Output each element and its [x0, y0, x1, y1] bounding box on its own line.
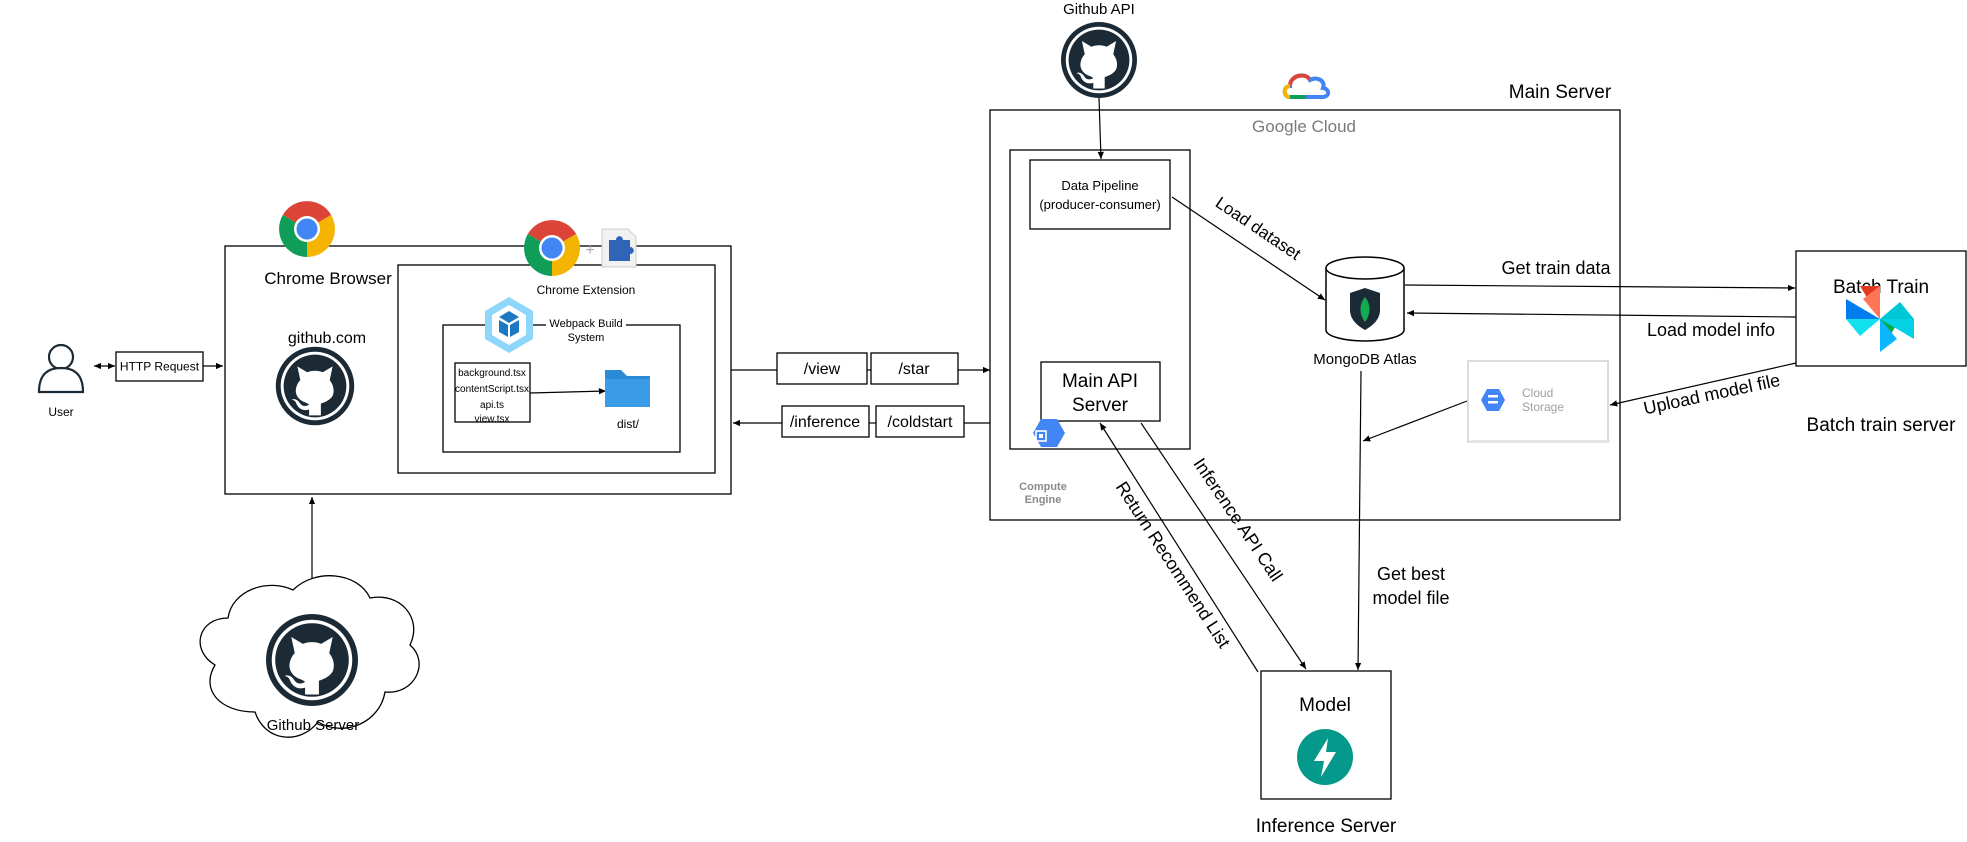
file-view: view.tsx — [474, 414, 509, 425]
webpack-label-bg — [546, 314, 626, 344]
file-contentscript: contentScript.tsx — [455, 384, 529, 395]
inference-server-label: Inference Server — [1256, 816, 1397, 837]
cloud-storage-icon — [1481, 389, 1505, 411]
plus-icon: + — [585, 242, 594, 259]
load-model-info-label: Load model info — [1647, 320, 1775, 340]
github-api-label: Github API — [1063, 1, 1135, 18]
user-icon — [37, 343, 85, 394]
files-to-dist-edge — [529, 387, 607, 395]
return-recommend-list-edge — [1099, 422, 1259, 673]
chrome-extension-label: Chrome Extension — [537, 283, 636, 297]
chrome-browser-icon — [279, 201, 335, 257]
get-best-model-label-line1: Get best — [1377, 564, 1445, 584]
chrome-extension-icon — [524, 220, 580, 276]
load-model-info-edge — [1406, 309, 1797, 318]
upload-model-file-edge — [1609, 362, 1797, 407]
github-api-octocat-icon — [1061, 21, 1137, 98]
github-server-label: Github Server — [267, 717, 360, 734]
http-request-label: HTTP Request — [120, 360, 200, 374]
main-api-server-label-line2: Server — [1072, 395, 1129, 416]
inference-endpoint-label: /inference — [790, 414, 860, 431]
compute-engine-label-line2: Engine — [1025, 494, 1062, 506]
batch-train-server-label: Batch train server — [1807, 415, 1957, 436]
upload-model-file-label: Upload model file — [1642, 370, 1782, 418]
google-cloud-icon — [1282, 73, 1331, 99]
dist-label: dist/ — [617, 417, 640, 431]
github-server-octocat-icon — [266, 614, 358, 706]
github-com-octocat-icon — [275, 346, 355, 426]
source-files-box — [454, 362, 531, 423]
main-api-server-label-line1: Main API — [1062, 371, 1138, 392]
github-com-label: github.com — [288, 330, 366, 347]
folder-icon — [605, 370, 650, 407]
cloud-storage-box-shadow — [1470, 440, 1610, 443]
data-pipeline-box — [1029, 159, 1171, 230]
webpack-label-line1: Webpack Build — [549, 318, 622, 330]
load-dataset-edge — [1171, 196, 1326, 301]
main-api-server-box — [1040, 361, 1161, 422]
chrome-browser-label: Chrome Browser — [264, 269, 392, 288]
coldstart-endpoint-label: /coldstart — [888, 414, 953, 431]
inference-endpoint-box — [781, 405, 870, 438]
inference-api-call-edge — [1140, 422, 1307, 670]
main-server-label: Main Server — [1509, 82, 1612, 103]
cloud-storage-label-line2: Storage — [1522, 400, 1564, 414]
github-api-to-pipeline-edge — [1097, 97, 1104, 160]
get-best-model-label-line2: model file — [1372, 588, 1449, 608]
coldstart-endpoint-box — [875, 405, 965, 438]
fastapi-icon — [1297, 729, 1353, 785]
google-cloud-label: Google Cloud — [1252, 117, 1356, 136]
star-endpoint-box — [870, 352, 959, 385]
view-endpoint-label: /view — [804, 361, 841, 378]
puzzle-icon — [601, 228, 637, 268]
webpack-icon — [485, 297, 533, 353]
model-label: Model — [1299, 695, 1351, 716]
view-endpoint-box — [776, 352, 868, 385]
star-endpoint-label: /star — [898, 361, 930, 378]
mongodb-atlas-label: MongoDB Atlas — [1313, 351, 1416, 368]
file-background: background.tsx — [458, 368, 526, 379]
data-pipeline-label-line1: Data Pipeline — [1061, 178, 1138, 193]
file-api: api.ts — [480, 400, 504, 411]
get-train-data-edge — [1404, 284, 1796, 292]
mongo-to-model-edge — [1354, 370, 1362, 671]
batch-train-label: Batch Train — [1833, 277, 1929, 298]
compute-engine-icon — [1033, 419, 1065, 447]
airflow-pinwheel-icon — [1846, 286, 1914, 352]
data-pipeline-label-line2: (producer-consumer) — [1039, 197, 1160, 212]
mongodb-atlas-icon — [1325, 256, 1405, 342]
user-label: User — [48, 405, 73, 419]
get-train-data-label: Get train data — [1501, 258, 1611, 278]
storage-to-mongo-edge — [1362, 400, 1468, 442]
webpack-label-line2: System — [568, 332, 605, 344]
compute-engine-label-line1: Compute — [1019, 481, 1067, 493]
cloud-storage-label-line1: Cloud — [1522, 386, 1553, 400]
